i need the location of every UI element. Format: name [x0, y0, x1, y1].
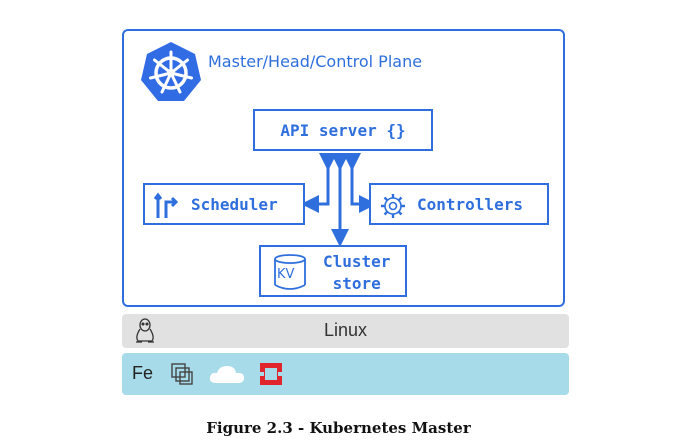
scheduler-icon: [153, 192, 179, 218]
linux-os-bar: Linux: [122, 314, 569, 348]
controllers-box: Controllers: [369, 183, 549, 225]
cloud-icon: [209, 366, 244, 383]
linux-label: Linux: [323, 320, 368, 340]
connection-arrows: [301, 153, 377, 245]
database-icon: [274, 254, 306, 290]
scheduler-box: Scheduler: [143, 183, 305, 225]
gear-icon: [381, 194, 405, 218]
kubernetes-logo-icon: [141, 42, 201, 101]
kv-label: KV: [277, 267, 295, 282]
master-title: Master/Head/Control Plane: [208, 52, 423, 71]
cluster-store-label: Cluster store: [323, 251, 390, 295]
figure-caption: Figure 2.3 - Kubernetes Master: [206, 419, 471, 437]
cluster-store-line2: store: [332, 274, 381, 293]
linux-tux-icon: [136, 318, 154, 343]
vmware-icon: [171, 363, 193, 385]
controllers-label: Controllers: [417, 195, 523, 214]
openshift-icon: [258, 363, 284, 385]
cluster-store-box: KV Cluster store: [259, 245, 407, 297]
master-node-container: [122, 29, 565, 307]
scheduler-label: Scheduler: [191, 195, 278, 214]
api-server-label: API server {}: [280, 121, 406, 140]
cluster-store-line1: Cluster: [323, 252, 391, 271]
infrastructure-bar: Fe: [122, 353, 569, 395]
api-server-box: API server {}: [253, 109, 433, 151]
fedora-label: Fe: [132, 363, 154, 383]
